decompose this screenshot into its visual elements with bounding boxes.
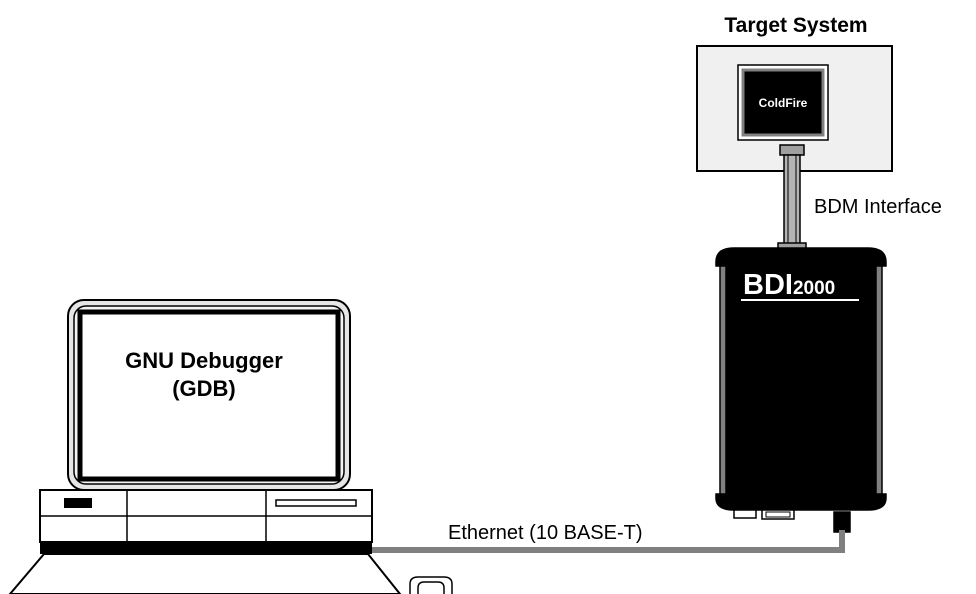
serial-port — [733, 509, 757, 519]
ethernet-cable — [372, 530, 845, 553]
keyboard — [8, 553, 402, 594]
drive-slot — [275, 499, 357, 507]
bdm-interface-label: BDM Interface — [814, 196, 942, 218]
mouse — [409, 576, 453, 594]
bdi-model-text: 2000 — [793, 278, 835, 299]
target-system-board: ColdFire — [696, 45, 893, 172]
bdi2000-brand: BDI2000 — [743, 269, 835, 301]
bdi-brand-underline — [741, 299, 859, 301]
power-indicator — [64, 498, 92, 508]
bdi-brand-text: BDI — [743, 269, 793, 301]
ethernet-port — [833, 511, 851, 533]
monitor-screen — [77, 309, 341, 482]
coldfire-chip: ColdFire — [737, 64, 829, 141]
ethernet-label: Ethernet (10 BASE-T) — [448, 522, 643, 544]
target-system-title: Target System — [724, 14, 867, 37]
screen-line-1: GNU Debugger — [125, 348, 283, 373]
pc-computer: GNU Debugger (GDB) — [8, 299, 402, 594]
bdi2000-unit: BDI2000 — [715, 247, 887, 533]
system-base-stripe — [40, 542, 372, 554]
screen-line-2: (GDB) — [172, 376, 236, 401]
coldfire-chip-label: ColdFire — [759, 96, 808, 110]
